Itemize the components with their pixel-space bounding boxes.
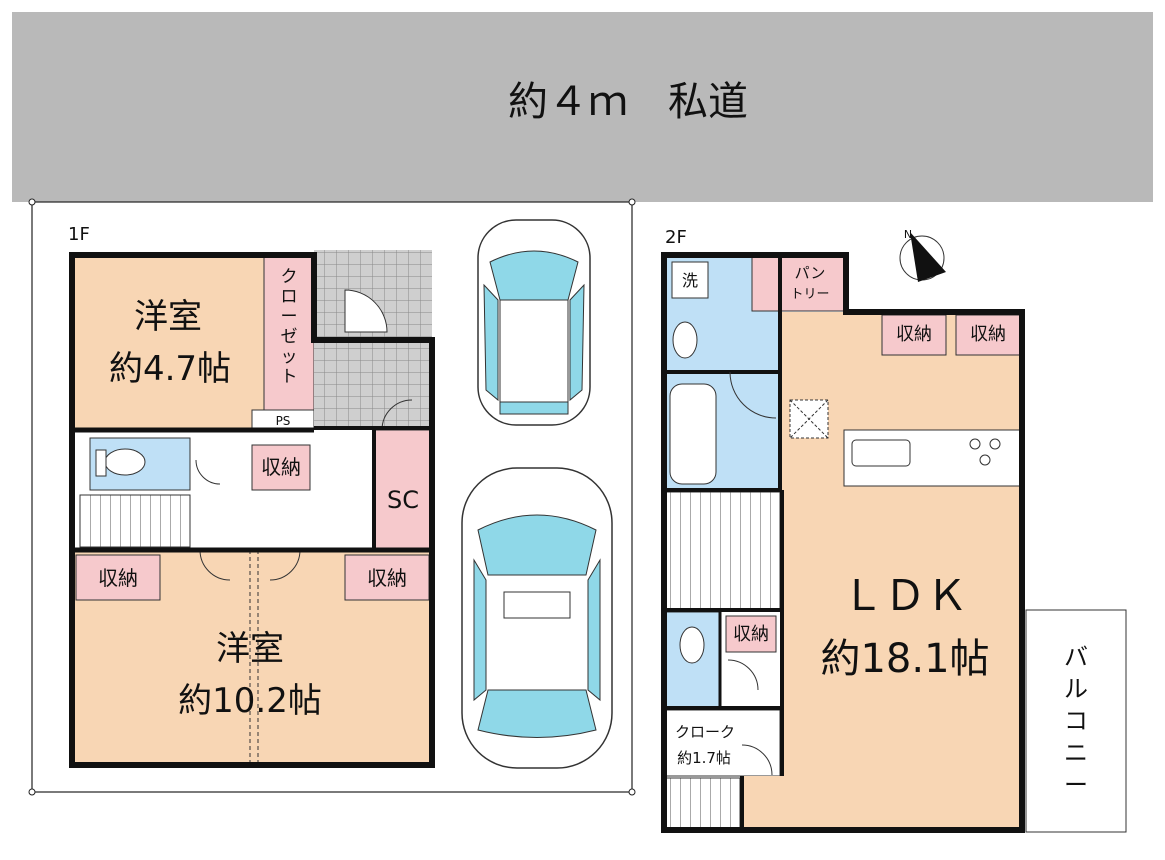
balcony-label-3: コ: [1064, 707, 1088, 735]
stairs-entry: [663, 777, 741, 833]
floor1-plan: [69, 250, 435, 768]
closet-label-2: ロ: [281, 287, 298, 307]
storage-a-label: 収納: [896, 324, 932, 345]
western-large-name: 洋室: [216, 629, 284, 669]
road-label: 約４ｍ 私道: [508, 79, 748, 125]
storage-left: [75, 554, 161, 601]
storage-c: [725, 615, 777, 653]
stairs-2f: [663, 491, 781, 611]
compass-label: N: [904, 228, 912, 241]
closet-label-6: ト: [281, 367, 298, 387]
storage-stair: [251, 444, 311, 491]
balcony-label-1: バ: [1064, 643, 1088, 671]
floor2-plan: [661, 252, 1127, 833]
closet-label-5: ッ: [281, 347, 298, 367]
balcony: [1025, 609, 1127, 833]
washer: [671, 261, 709, 299]
cloak-room: [663, 709, 781, 777]
western-small-name: 洋室: [134, 297, 202, 337]
storage-c-label: 収納: [733, 624, 769, 645]
private-road: 約４ｍ 私道: [12, 12, 1153, 202]
cloak-size: 約1.7帖: [677, 749, 731, 767]
cloak-name: クローク: [675, 723, 735, 741]
storage-left-label: 収納: [98, 566, 138, 590]
balcony-label-5: ー: [1064, 771, 1088, 799]
pantry-label-2: トリー: [790, 287, 829, 302]
storage-a: [881, 314, 947, 356]
closet-label-3: ー: [281, 307, 298, 327]
storage-b: [955, 314, 1021, 356]
laundry-label: 洗: [682, 271, 698, 290]
car-bottom: [461, 467, 613, 769]
closet-label-4: ゼ: [281, 327, 298, 347]
car-top: [477, 219, 591, 426]
floor1-label: 1F: [68, 224, 90, 245]
balcony-label-2: ル: [1064, 675, 1088, 703]
closet-label-1: ク: [281, 267, 298, 287]
floor2-label: 2F: [665, 227, 687, 248]
storage-b-label: 収納: [970, 324, 1006, 345]
ps-label: PS: [276, 414, 291, 428]
ldk-name: ＬＤＫ: [842, 571, 968, 620]
compass-icon: N: [899, 228, 946, 282]
storage-stair-label: 収納: [261, 455, 301, 479]
pantry: [751, 254, 847, 312]
pantry-label-1: パン: [795, 264, 826, 282]
storage-right-label: 収納: [367, 566, 407, 590]
western-large-size: 約10.2帖: [178, 681, 322, 721]
sc-room: [373, 429, 433, 551]
lot-boundary: [28, 198, 636, 796]
balcony-label-4: ニ: [1064, 739, 1088, 767]
ldk-size: 約18.1帖: [820, 636, 989, 682]
storage-right: [344, 554, 430, 601]
western-small-size: 約4.7帖: [109, 349, 231, 389]
western-room-small: [72, 255, 264, 430]
sc-label: SC: [387, 486, 419, 514]
stairs-1f: [79, 494, 191, 548]
